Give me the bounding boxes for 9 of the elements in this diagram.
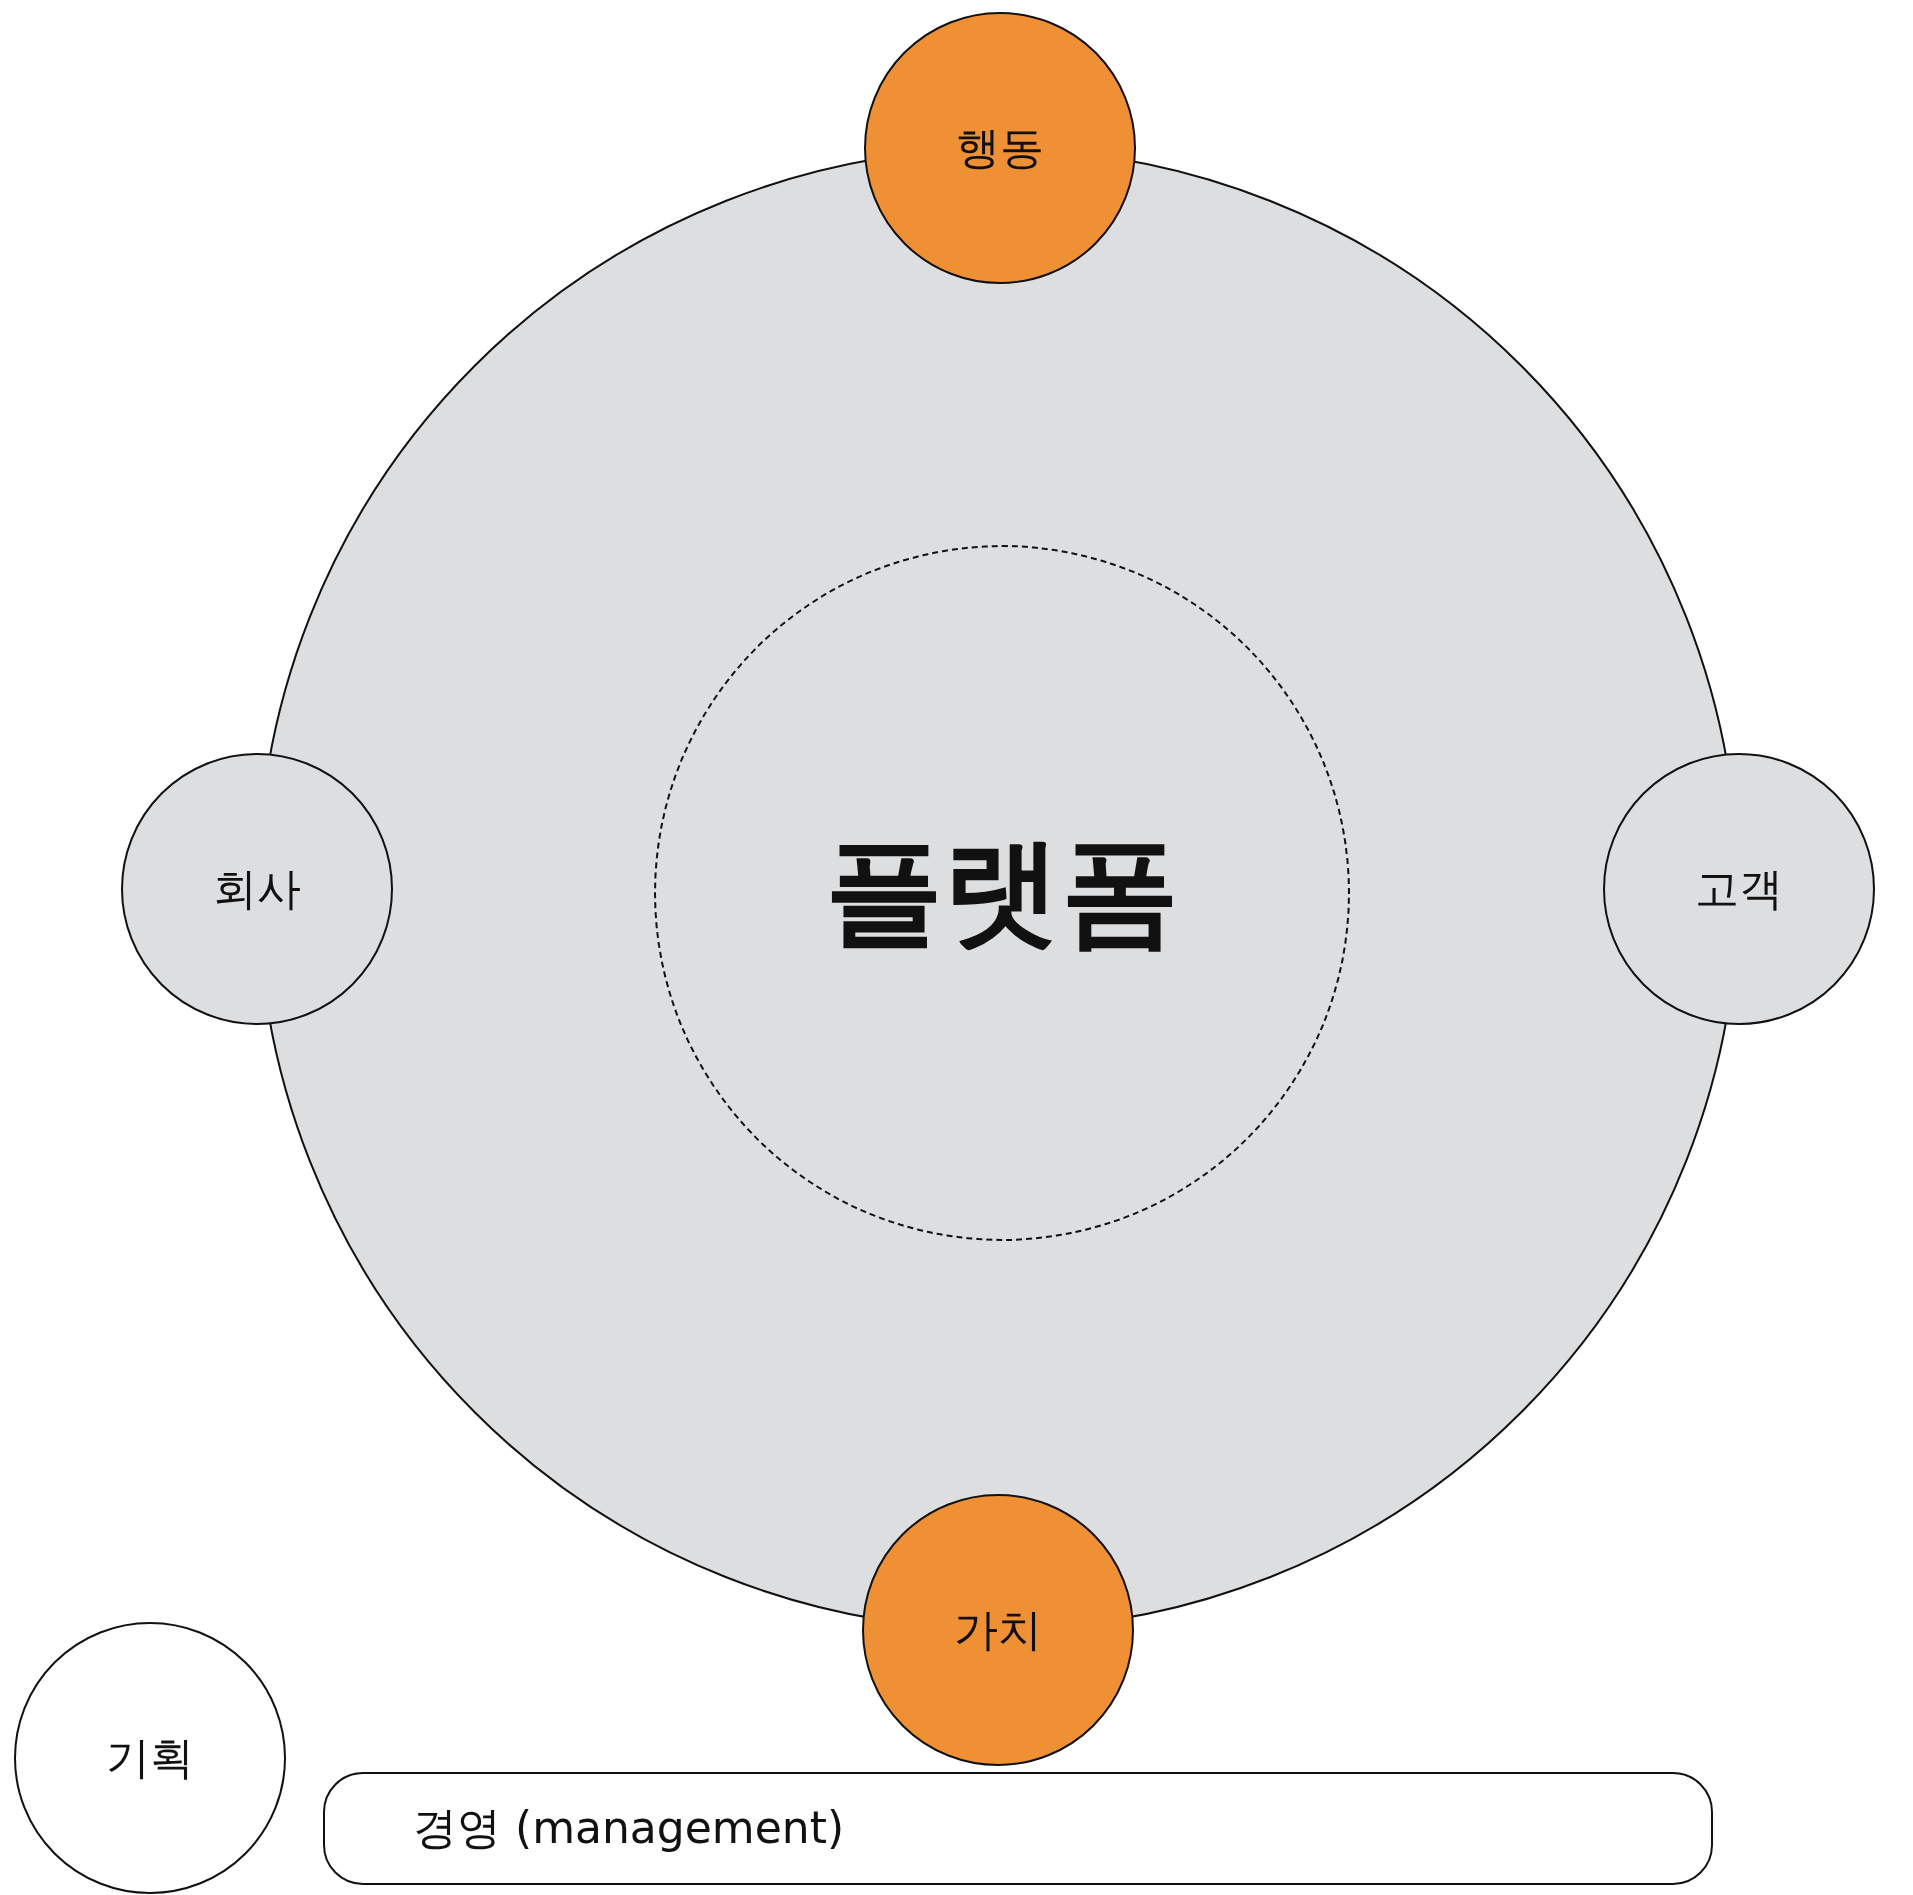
node-label: 가치: [954, 1602, 1042, 1657]
node-label: 행동: [956, 120, 1044, 175]
node-label: 고객: [1695, 861, 1783, 916]
node-label: 기획: [106, 1730, 194, 1785]
node-label: 플랫폼: [825, 821, 1179, 962]
rounded-box: [323, 1772, 1713, 1885]
node-label: 회사: [213, 861, 301, 916]
node-label: 경영 (management): [413, 1801, 845, 1855]
dashed-circle: [654, 545, 1350, 1241]
